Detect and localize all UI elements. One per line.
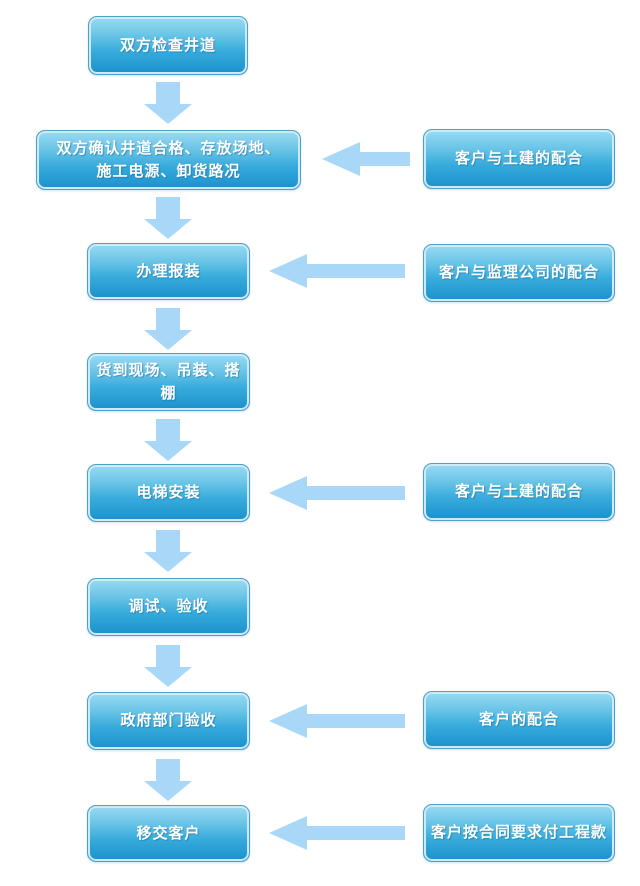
arrow-head bbox=[144, 219, 192, 239]
flow-step-registration: 办理报装 bbox=[87, 243, 250, 300]
arrow-down-icon bbox=[144, 645, 192, 687]
flow-step-government-acceptance: 政府部门验收 bbox=[87, 692, 250, 750]
flow-step-inspect-shaft: 双方检查井道 bbox=[88, 16, 248, 75]
side-input-customer-payment: 客户按合同要求付工程款 bbox=[423, 804, 615, 862]
arrow-down-icon bbox=[144, 419, 192, 461]
arrow-head bbox=[269, 254, 307, 288]
flow-step-debug-acceptance: 调试、验收 bbox=[87, 578, 250, 636]
side-input-customer-cooperation: 客户的配合 bbox=[423, 691, 615, 749]
arrow-shaft bbox=[306, 264, 405, 278]
flow-step-elevator-installation: 电梯安装 bbox=[87, 464, 250, 522]
arrow-head bbox=[269, 816, 307, 850]
arrow-down-icon bbox=[144, 82, 192, 124]
side-input-customer-civil-cooperation-1: 客户与土建的配合 bbox=[423, 129, 615, 189]
flow-step-goods-arrival-hoisting: 货到现场、吊装、搭棚 bbox=[87, 353, 250, 411]
arrow-shaft bbox=[306, 714, 405, 728]
flow-step-handover-customer: 移交客户 bbox=[87, 805, 250, 862]
arrow-head bbox=[322, 142, 360, 176]
arrow-shaft bbox=[156, 419, 180, 442]
flow-step-confirm-shaft-site-power-road: 双方确认井道合格、存放场地、 施工电源、卸货路况 bbox=[36, 130, 301, 190]
arrow-shaft bbox=[156, 197, 180, 220]
arrow-shaft bbox=[306, 486, 405, 500]
arrow-left-icon bbox=[322, 142, 410, 176]
arrow-left-icon bbox=[269, 476, 405, 510]
arrow-shaft bbox=[359, 152, 410, 166]
arrow-left-icon bbox=[269, 816, 405, 850]
arrow-head bbox=[144, 667, 192, 687]
arrow-head bbox=[144, 781, 192, 801]
side-input-customer-civil-cooperation-2: 客户与土建的配合 bbox=[423, 463, 615, 521]
arrow-shaft bbox=[156, 82, 180, 105]
arrow-shaft bbox=[156, 308, 180, 331]
arrow-shaft bbox=[306, 826, 405, 840]
arrow-down-icon bbox=[144, 197, 192, 239]
arrow-head bbox=[144, 441, 192, 461]
arrow-shaft bbox=[156, 645, 180, 668]
arrow-shaft bbox=[156, 759, 180, 782]
arrow-head bbox=[269, 704, 307, 738]
arrow-left-icon bbox=[269, 254, 405, 288]
arrow-down-icon bbox=[144, 530, 192, 572]
arrow-shaft bbox=[156, 530, 180, 553]
arrow-head bbox=[269, 476, 307, 510]
arrow-head bbox=[144, 104, 192, 124]
side-input-customer-supervision-cooperation: 客户与监理公司的配合 bbox=[423, 244, 615, 302]
arrow-down-icon bbox=[144, 759, 192, 801]
arrow-head bbox=[144, 552, 192, 572]
arrow-head bbox=[144, 330, 192, 350]
arrow-down-icon bbox=[144, 308, 192, 350]
arrow-left-icon bbox=[269, 704, 405, 738]
